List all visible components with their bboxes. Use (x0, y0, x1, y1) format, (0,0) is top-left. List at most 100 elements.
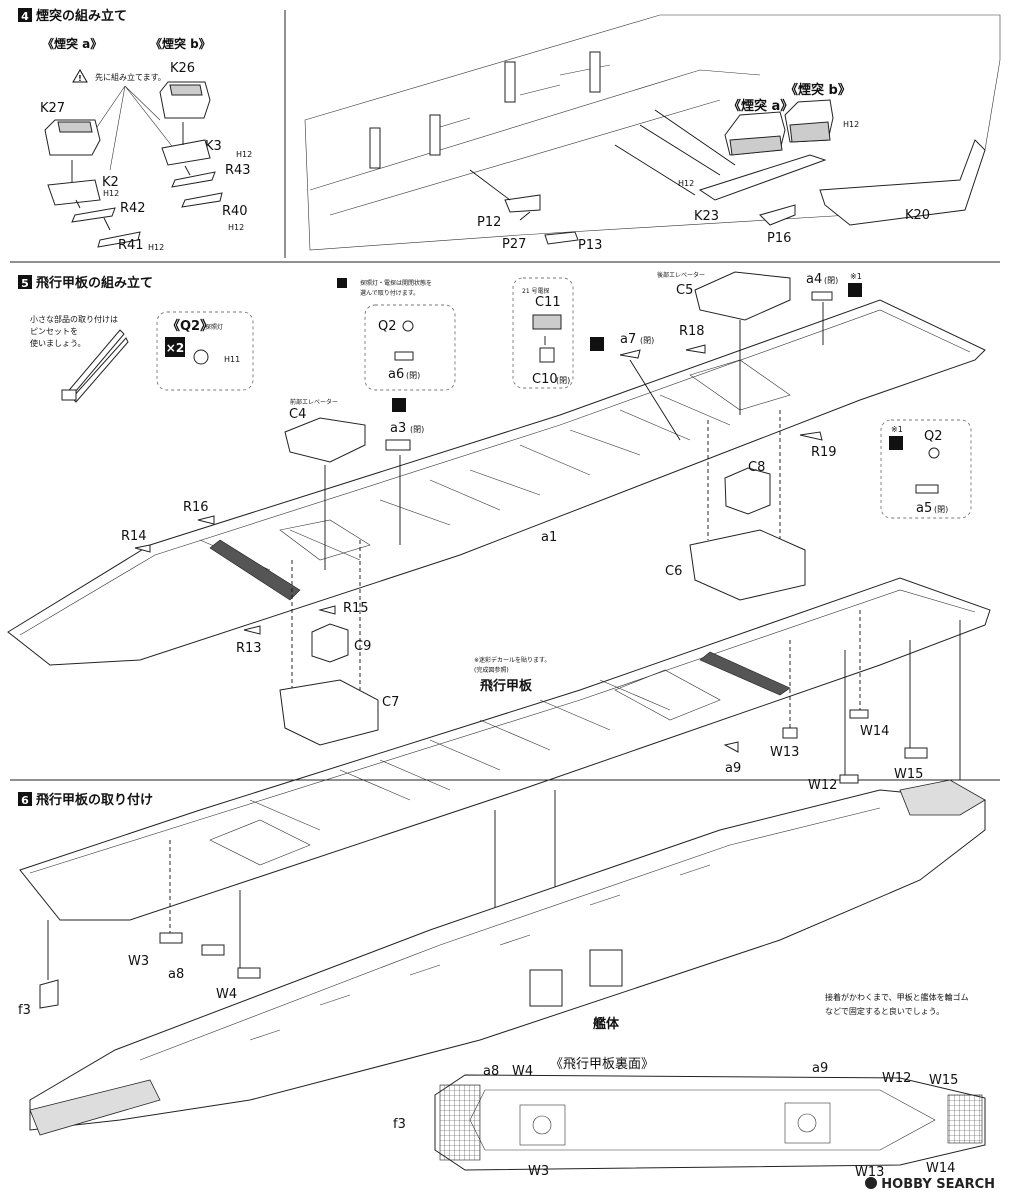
c10-part (539, 347, 555, 363)
radar-21-label: 21 号電探 (522, 287, 550, 295)
lower-flight-deck: ※迷彩デカールを貼ります。 (完成図参照) 飛行甲板 (19, 577, 991, 921)
front-elevator-label: 前部エレベーター (290, 398, 338, 406)
step4-section: 4 煙突の組み立て 《煙突 a》 《煙突 b》 ! 先に組み立てます。 K27 … (18, 8, 1001, 258)
upper-flight-deck (7, 299, 986, 690)
label-a6-state: (閉) (406, 371, 420, 380)
h11-label: H11 (224, 355, 240, 364)
q2-box-title: 《Q2》 (167, 318, 213, 334)
underside-title: 《飛行甲板裏面》 (550, 1057, 654, 1072)
label-r15: R15 (343, 601, 369, 616)
under-label-a8: a8 (483, 1064, 499, 1079)
under-label-w15: W15 (929, 1073, 958, 1088)
label-c10-state: (閉) (556, 376, 570, 385)
step4-title: 煙突の組み立て (36, 8, 127, 24)
note1-b: ※1 (891, 425, 903, 434)
r14-part (134, 544, 151, 553)
label-r41: R41 (118, 238, 144, 253)
r18-part (685, 344, 706, 354)
funnel-b-parts (159, 81, 223, 208)
label-c5: C5 (676, 283, 693, 298)
funnel-b-heading: 《煙突 b》 (150, 36, 211, 51)
step5-number: 5 (21, 277, 29, 290)
deck-underside (434, 1074, 986, 1171)
hull-h12-a: H12 (843, 120, 859, 129)
tweezers-icon (61, 329, 129, 403)
label-r16: R16 (183, 500, 209, 515)
a7-part (619, 349, 641, 359)
hull-funnel-a: 《煙突 a》 (728, 98, 793, 114)
r13-part (243, 625, 261, 635)
label-a5-state: (閉) (934, 505, 948, 514)
label-r14: R14 (121, 529, 147, 544)
label-a4: a4 (806, 272, 822, 287)
label-r18: R18 (679, 324, 705, 339)
label-k2: K2 (102, 175, 119, 190)
label-c4: C4 (289, 407, 306, 422)
watermark-logo: HOBBY SEARCH (864, 1177, 995, 1192)
decal-note-line-2: (完成図参照) (474, 666, 509, 674)
r15-part (318, 605, 336, 615)
step5-number-box (18, 275, 32, 289)
hull-label-p16: P16 (767, 231, 791, 246)
a3-part (385, 439, 411, 451)
a6-part (394, 351, 414, 361)
funnel-a-parts (44, 119, 141, 248)
label-c10: C10 (532, 372, 558, 387)
c9-part (311, 623, 349, 663)
hull-label-p27: P27 (502, 237, 526, 252)
under-label-w14: W14 (926, 1161, 955, 1176)
label-a9: a9 (725, 761, 741, 776)
label-c11: C11 (535, 295, 561, 310)
label-w13: W13 (770, 745, 799, 760)
r16-part (197, 515, 215, 525)
a6-box (364, 304, 456, 391)
step6-title: 飛行甲板の取り付け (35, 792, 153, 808)
step4-number-box (18, 8, 32, 22)
under-label-f3: f3 (393, 1117, 406, 1132)
hull-label-p12: P12 (477, 215, 501, 230)
option-icon-1 (337, 278, 347, 288)
label-c6: C6 (665, 564, 682, 579)
label-w12: W12 (808, 778, 837, 793)
option-icon-4 (848, 283, 862, 297)
label-h12-c: H12 (228, 223, 244, 232)
under-label-w13: W13 (855, 1165, 884, 1180)
label-a3: a3 (390, 421, 406, 436)
label-a8: a8 (168, 967, 184, 982)
label-r43: R43 (225, 163, 251, 178)
label-q2-a: Q2 (378, 319, 397, 334)
c11-part (532, 314, 562, 330)
label-w3: W3 (128, 954, 149, 969)
q2-box (156, 311, 254, 391)
hull-funnel-b: 《煙突 b》 (785, 82, 851, 98)
times2-badge (165, 337, 185, 357)
label-w4: W4 (216, 987, 237, 1002)
step6-section: 6 飛行甲板の取り付け W13 W14 a9 W12 W15 (18, 610, 986, 1180)
label-q2-b: Q2 (924, 429, 943, 444)
caution-text: 先に組み立てます。 (95, 72, 166, 82)
note1-a: ※1 (850, 272, 862, 281)
funnel-a-heading: 《煙突 a》 (42, 36, 102, 51)
option-icon-3 (590, 337, 604, 351)
logo-text: HOBBY SEARCH (881, 1177, 995, 1192)
glue-note-line-1: 接着がかわくまで、甲板と艦体を輪ゴム (825, 992, 969, 1002)
label-h12-d: H12 (148, 243, 164, 252)
under-label-w3: W3 (528, 1164, 549, 1179)
under-label-w4: W4 (512, 1064, 533, 1079)
q2-searchlight-icon (193, 349, 209, 365)
rear-elevator-label: 後部エレベーター (657, 271, 705, 279)
tweezers-line-2: ピンセットを (30, 327, 78, 336)
label-a5: a5 (916, 501, 932, 516)
hull-label: 艦体 (593, 1016, 620, 1032)
tweezers-line-1: 小さな部品の取り付けは (30, 314, 118, 324)
glue-note-line-2: などで固定すると良いでしょう。 (825, 1006, 944, 1016)
label-c7: C7 (382, 695, 399, 710)
label-a3-state: (閉) (410, 425, 424, 434)
support-parts (39, 610, 961, 1009)
svg-text:!: ! (78, 74, 82, 83)
label-f3: f3 (18, 1003, 31, 1018)
option-icon-2 (392, 398, 406, 412)
step6-number: 6 (21, 794, 29, 807)
light-note-line-1: 探照灯・電探は開閉状態を (360, 279, 432, 287)
